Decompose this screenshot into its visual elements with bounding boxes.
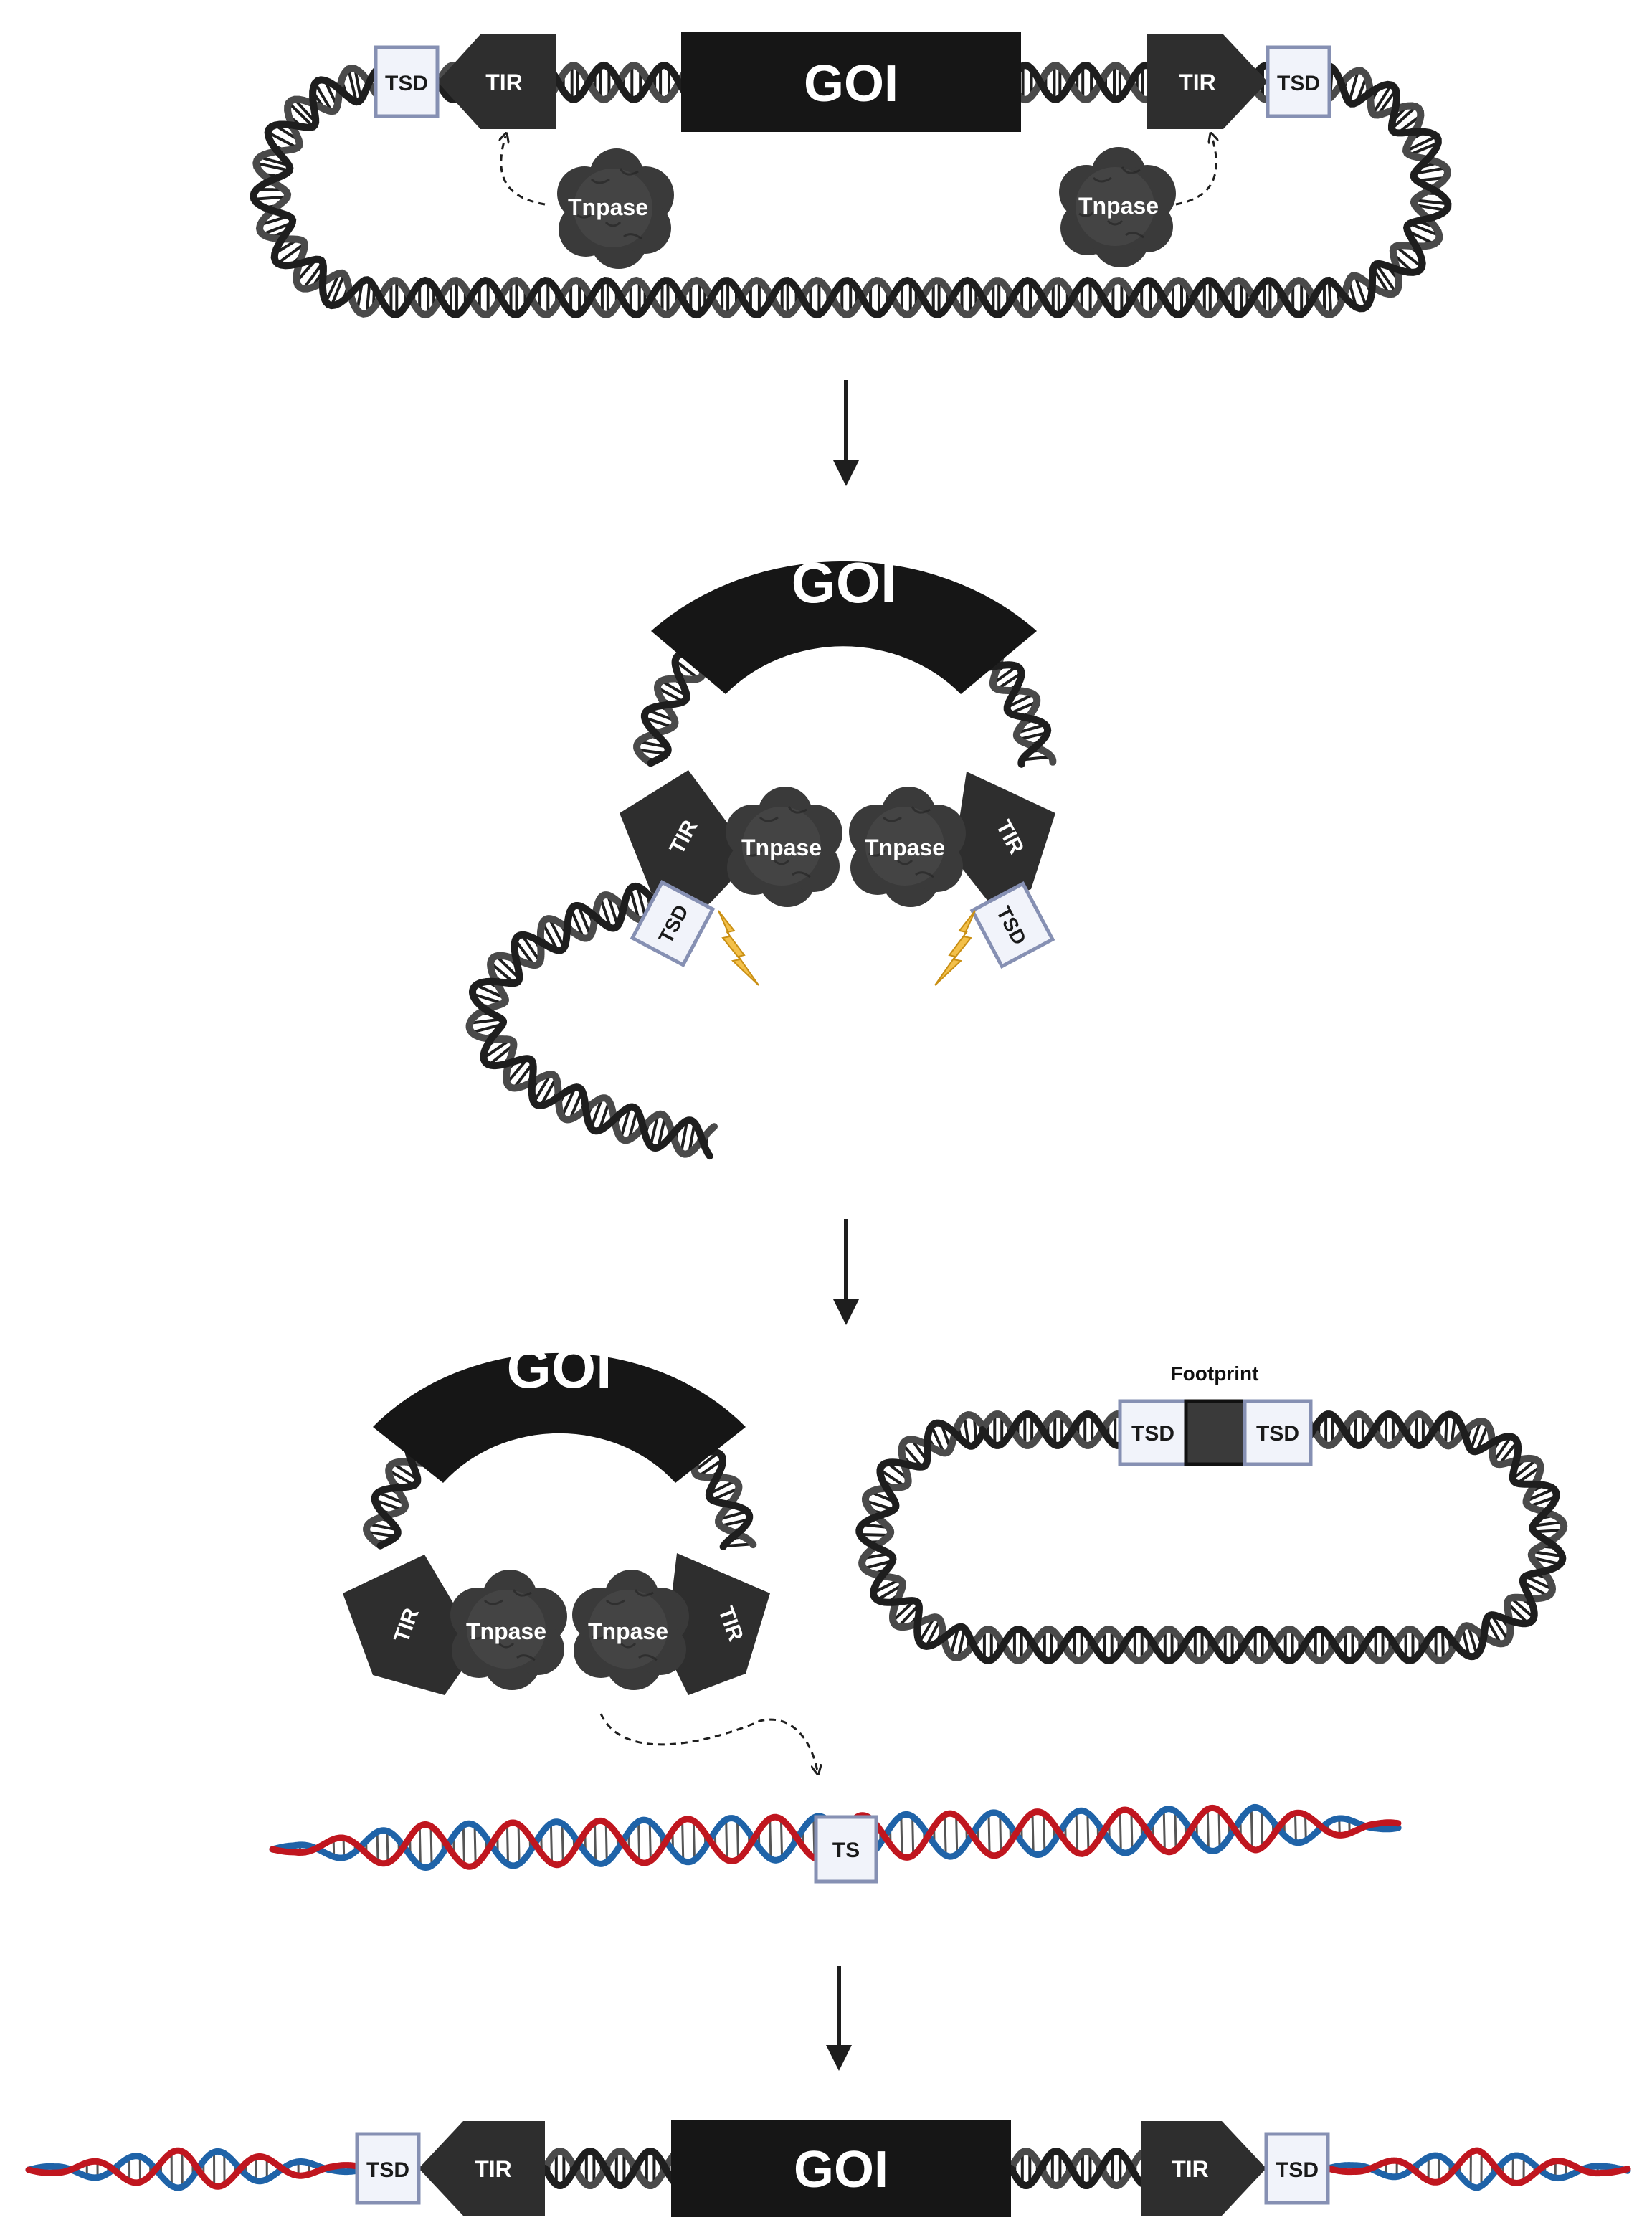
tnpase-2b-label: Tnpase [865, 835, 945, 860]
goi-arc [651, 561, 1037, 694]
tsd-left-2: TSD [630, 879, 716, 968]
tir-right-4-label: TIR [1172, 2156, 1209, 2182]
tir-left-label: TIR [485, 70, 523, 95]
goi-arc-label: GOI [792, 551, 897, 615]
tir-right-3 [665, 1553, 770, 1695]
panel-target-site: TS [269, 1803, 1402, 1884]
tir-right-4 [1141, 2121, 1266, 2216]
tsd-left [374, 45, 440, 118]
tir-left-3 [343, 1555, 479, 1695]
panel-excised-transposon: GOI TIR TIR Tnpase Tnpase [343, 1336, 817, 1771]
tsd-right-3 [1243, 1399, 1313, 1466]
footprint-label: Footprint [1171, 1362, 1259, 1385]
tir-left-4-label: TIR [475, 2156, 512, 2182]
tir-left-2 [620, 770, 753, 903]
tsd-right [1266, 45, 1331, 118]
tsd-left-3 [1118, 1399, 1188, 1466]
panel-integrated-transposon: GOI TIR TIR TSD TSD [25, 2120, 1631, 2217]
goi-arc-3 [373, 1352, 746, 1483]
footprint-block [1184, 1399, 1247, 1466]
panel-donor-plasmid: GOI TIR TIR TSD TSD Tnpase Tnpase [250, 32, 1452, 319]
tsd-right-label: TSD [1277, 72, 1320, 95]
tnpase-right-label: Tnpase [1078, 193, 1159, 219]
goi-block-4 [671, 2120, 1011, 2217]
ts-label: TS [832, 1839, 860, 1862]
panel-excision-complex: GOI TIR TIR Tnpase Tnpase TSD TSD [465, 551, 1057, 1160]
tsd-right-4 [1264, 2132, 1330, 2205]
lightning-bolt-icon [934, 910, 976, 986]
goi-label-4: GOI [794, 2141, 888, 2198]
tnpase-2a-label: Tnpase [741, 835, 822, 860]
binding-arrow-right [1175, 136, 1216, 206]
insertion-arrow [599, 1713, 817, 1771]
tir-left [437, 34, 556, 129]
tir-right-label: TIR [1179, 70, 1216, 95]
binding-arrow-left [501, 136, 546, 206]
goi-block [681, 32, 1021, 132]
tnpase-3b-label: Tnpase [588, 1618, 668, 1644]
tsd-left-label: TSD [385, 72, 428, 95]
tsd-right-3-label: TSD [1256, 1422, 1299, 1446]
tsd-right-2: TSD [969, 881, 1055, 969]
tsd-left-3-label: TSD [1131, 1422, 1174, 1446]
goi-label: GOI [804, 55, 898, 113]
tsd-right-4-label: TSD [1276, 2158, 1319, 2182]
tnpase-left-label: Tnpase [568, 194, 648, 220]
tir-right [1147, 34, 1268, 129]
goi-arc-3-label: GOI [507, 1336, 612, 1400]
tir-right-2 [954, 772, 1055, 905]
tnpase-3a-label: Tnpase [466, 1618, 546, 1644]
tir-left-4 [419, 2121, 545, 2216]
lightning-bolt-icon [718, 910, 759, 986]
panel-donor-footprint: TSD TSD Footprint [855, 1362, 1568, 1665]
tsd-left-4 [355, 2132, 421, 2205]
tsd-left-4-label: TSD [366, 2158, 409, 2182]
ts-box [814, 1815, 878, 1884]
